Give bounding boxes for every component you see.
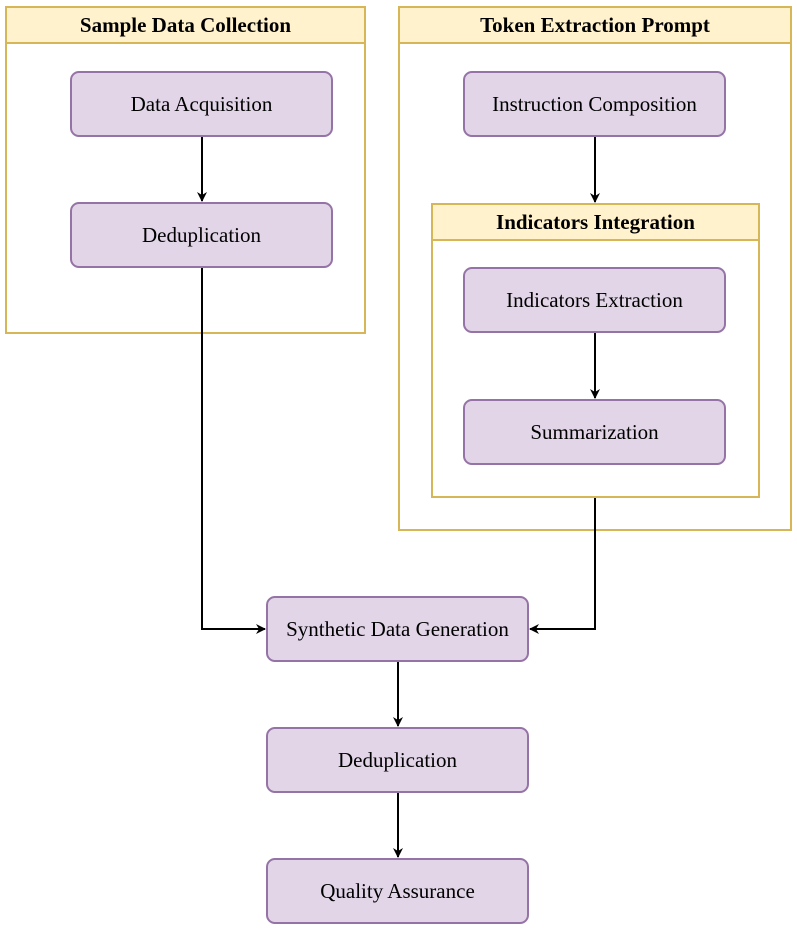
node-quality-assurance: Quality Assurance <box>266 858 529 924</box>
group-title-token-extraction-prompt: Token Extraction Prompt <box>400 8 790 44</box>
group-title-sample-data-collection: Sample Data Collection <box>7 8 364 44</box>
group-title-indicators-integration: Indicators Integration <box>433 205 758 241</box>
node-deduplication-final: Deduplication <box>266 727 529 793</box>
node-synthetic-data-generation: Synthetic Data Generation <box>266 596 529 662</box>
node-data-acquisition: Data Acquisition <box>70 71 333 137</box>
node-instruction-composition: Instruction Composition <box>463 71 726 137</box>
node-indicators-extraction: Indicators Extraction <box>463 267 726 333</box>
node-summarization: Summarization <box>463 399 726 465</box>
node-deduplication-sample: Deduplication <box>70 202 333 268</box>
group-sample-data-collection: Sample Data Collection <box>5 6 366 334</box>
